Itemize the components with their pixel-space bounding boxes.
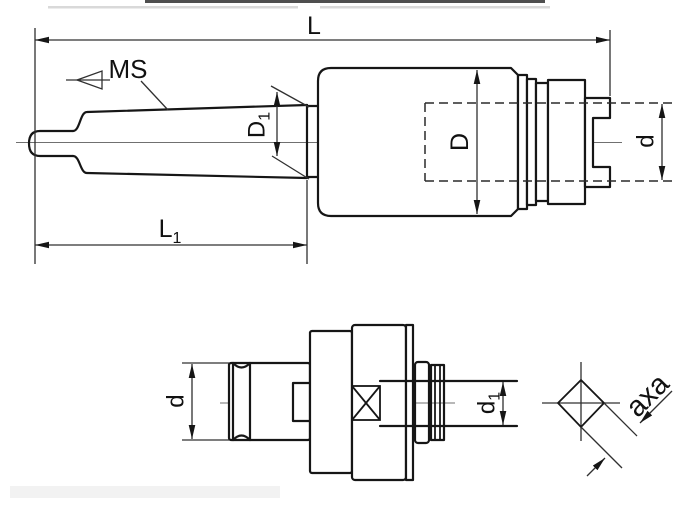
tap-shank [378,379,519,428]
ball-groove [231,361,252,442]
square-socket-end [583,96,612,189]
release-collar [546,78,587,206]
bottom-view: d d1 [162,323,519,482]
top-crop-artifact [48,0,550,9]
groove-bottom-arc [231,434,252,442]
dim-D1-label: D1 [243,112,273,138]
dim-L1-label: L1 [159,215,182,247]
dim-axa: axa [580,367,676,477]
ms-leader-line [140,80,169,111]
groove-top-arc [231,361,252,369]
morse-taper-shank [27,103,320,180]
dim-axa-arrow-upper [639,390,673,424]
dim-L: L [34,12,611,264]
cross-diagonal-2 [351,385,381,421]
dim-L1: L1 [35,180,308,264]
dim-D-label: D [446,133,474,151]
dim-D: D [446,70,481,214]
dim-L-label: L [307,12,321,40]
front-washer [429,363,446,442]
front-ring [413,360,431,445]
morse-taper-callout: MS [66,54,169,111]
step-ring-1 [516,73,529,211]
dim-axa-ext-lower [580,426,623,469]
dim-d-socket-label: d [632,134,659,147]
release-collar-rings [516,73,587,211]
clutch-body-cap [404,323,415,482]
dim-D1-ext-bottom [271,155,310,180]
front-washer-outline [429,363,446,442]
dim-d-shank-label: d [162,394,189,407]
hidden-bore-outline [424,102,672,182]
dim-axa-label: axa [620,367,676,423]
dim-D1: D1 [243,85,310,180]
dim-axa-ext-upper [603,402,638,437]
dim-axa-arrow-lower [586,457,606,477]
dim-d-shank: d [162,362,229,441]
dim-d1: d1 [473,382,507,425]
drive-tab [291,381,312,423]
square-cross-marker [351,385,381,421]
tang [27,129,75,158]
square-drive-view: axa [542,362,676,477]
step-ring-2 [525,77,538,207]
chuck-body [316,66,520,218]
dim-D1-ext-top [270,85,310,108]
dim-d1-label: d1 [473,392,503,414]
drive-flange [308,329,354,475]
dim-d-socket: d [632,104,666,180]
taper-top-edge [71,103,309,133]
top-view: L L1 MS D1 D [16,12,672,264]
taper-symbol-triangle-icon [75,70,103,90]
ms-label: MS [109,54,148,84]
step-ring-3 [534,81,550,203]
insert-shank [227,361,312,442]
cross-box [351,385,381,421]
taper-bottom-edge [71,154,309,180]
clutch-body [350,323,408,482]
bottom-crop-artifact [10,486,280,498]
